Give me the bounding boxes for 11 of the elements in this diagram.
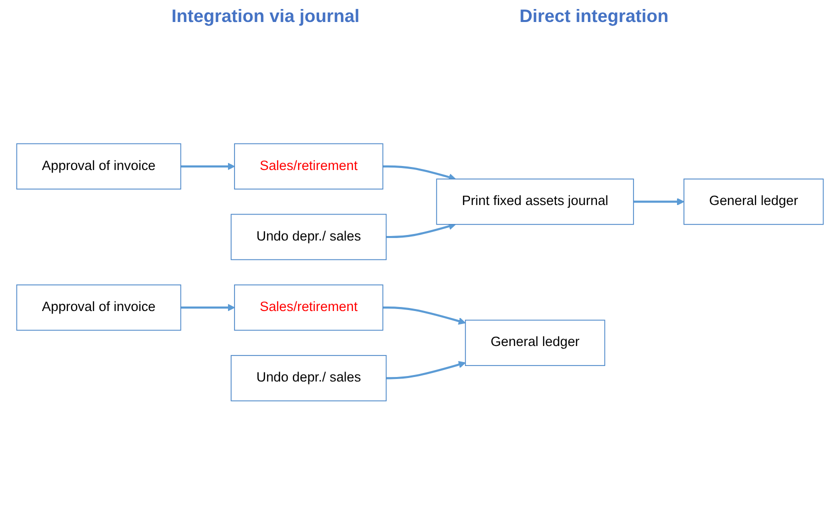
process-box: Undo depr./ sales [230,355,387,402]
process-box: General ledger [464,320,606,366]
process-box: Print fixed assets journal [436,178,634,226]
process-box: Sales/retirement [234,144,384,190]
process-box: Undo depr./ sales [230,214,387,260]
process-box: General ledger [684,178,824,226]
process-box: Sales/retirement [234,284,384,331]
section-heading: Direct integration [520,6,669,27]
section-heading: Integration via journal [171,6,360,27]
process-box: Approval of invoice [16,284,182,331]
process-box: Approval of invoice [16,144,182,190]
